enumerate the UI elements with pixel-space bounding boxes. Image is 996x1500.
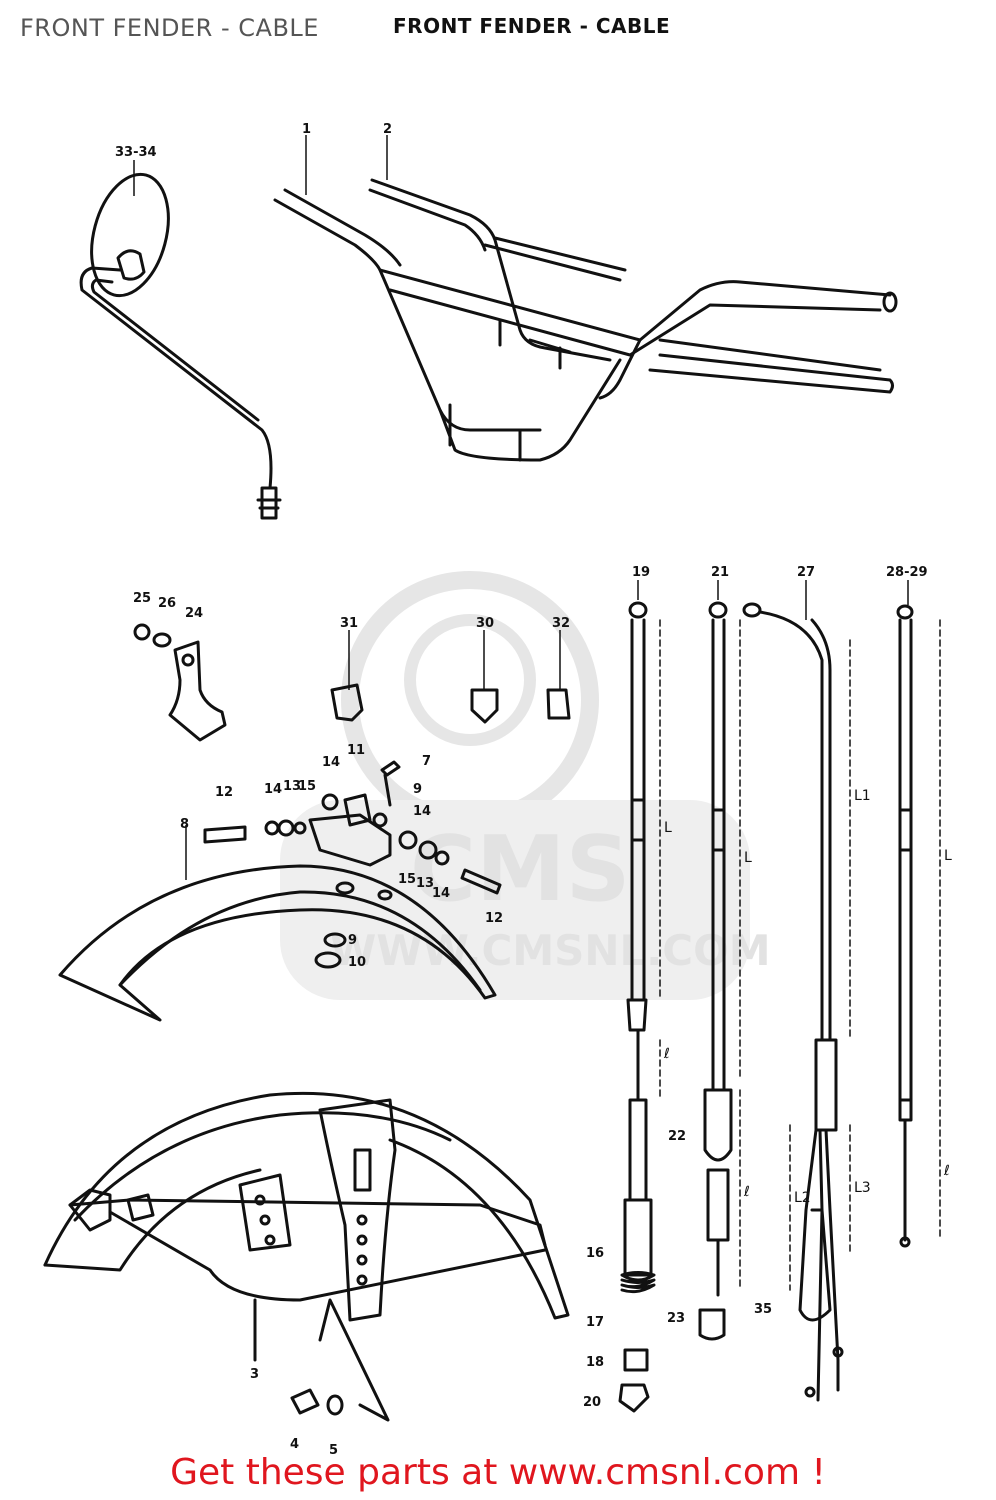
- callout-17: 17: [586, 1315, 604, 1330]
- dim-l-21: ℓ: [743, 1184, 750, 1200]
- mirror: [79, 172, 282, 520]
- callout-16: 16: [586, 1246, 604, 1261]
- callout-12-left: 12: [215, 785, 233, 800]
- callout-13-left: 13: [283, 779, 301, 794]
- callout-18: 18: [586, 1355, 604, 1370]
- callout-27: 27: [797, 565, 815, 580]
- page-title: FRONT FENDER - CABLE: [20, 14, 319, 42]
- front-fender-8: [58, 864, 497, 1022]
- callout-30: 30: [476, 616, 494, 631]
- front-fender-brace-3: [43, 1091, 570, 1422]
- callout-23: 23: [667, 1311, 685, 1326]
- callout-labels: 33-34 1 2 25 26 24 31 30 32 14 11 7 9 12…: [115, 122, 928, 1458]
- callout-25: 25: [133, 591, 151, 606]
- handlebar-1: [273, 188, 898, 462]
- dim-l-19: ℓ: [663, 1046, 670, 1062]
- callout-12-right: 12: [485, 911, 503, 926]
- callout-31: 31: [340, 616, 358, 631]
- watermark-logo-text: CMS: [410, 817, 630, 922]
- callout-21: 21: [711, 565, 729, 580]
- callout-14-top: 14: [322, 755, 340, 770]
- dimension-labels: L L L1 L ℓ ℓ L2 L3 ℓ: [663, 788, 952, 1206]
- callout-8: 8: [180, 817, 189, 832]
- callout-9-top: 9: [413, 782, 422, 797]
- callout-14-left: 14: [264, 782, 282, 797]
- callout-35: 35: [754, 1302, 772, 1317]
- callout-28-29: 28-29: [886, 565, 928, 580]
- dim-L1-27: L1: [854, 788, 871, 804]
- callout-33-34: 33-34: [115, 145, 157, 160]
- watermark-url-text: WWW.CMSNL.COM: [330, 926, 771, 975]
- fender-stay-bracket: [203, 760, 502, 895]
- dim-L2-27: L2: [794, 1190, 811, 1206]
- callout-7: 7: [422, 754, 431, 769]
- callout-32: 32: [552, 616, 570, 631]
- cable-27: [742, 602, 844, 1402]
- get-parts-link[interactable]: Get these parts at www.cmsnl.com !: [170, 1452, 826, 1493]
- callout-2: 2: [383, 122, 392, 137]
- cable-21: [698, 601, 733, 1341]
- callout-14-right: 14: [413, 804, 431, 819]
- callout-10: 10: [348, 955, 366, 970]
- cable-28-29: [896, 604, 914, 1248]
- dim-L-19: L: [664, 820, 672, 836]
- callout-9-bottom: 9: [348, 933, 357, 948]
- callout-15-right: 15: [398, 872, 416, 887]
- callout-19: 19: [632, 565, 650, 580]
- leader-lines: [133, 135, 909, 880]
- callout-1: 1: [302, 122, 311, 137]
- callout-14-bottom: 14: [432, 886, 450, 901]
- callout-26: 26: [158, 596, 176, 611]
- bracket-24: [133, 623, 227, 742]
- callout-15-left: 15: [298, 779, 316, 794]
- callout-13-right: 13: [416, 876, 434, 891]
- dim-L-21: L: [744, 850, 752, 866]
- handlebar-2: [368, 178, 627, 370]
- diagram-title: FRONT FENDER - CABLE: [393, 14, 671, 38]
- callout-20: 20: [583, 1395, 601, 1410]
- callout-3: 3: [250, 1367, 259, 1382]
- dim-L-28-29: L: [944, 848, 952, 864]
- dim-l-28-29: ℓ: [943, 1163, 950, 1179]
- callout-24: 24: [185, 606, 203, 621]
- callout-5: 5: [329, 1443, 338, 1458]
- callout-22: 22: [668, 1129, 686, 1144]
- cable-19: [618, 601, 656, 1413]
- dim-L3-27: L3: [854, 1180, 871, 1196]
- callout-11: 11: [347, 743, 365, 758]
- dimension-lines: [659, 619, 941, 1291]
- callout-4: 4: [290, 1437, 299, 1452]
